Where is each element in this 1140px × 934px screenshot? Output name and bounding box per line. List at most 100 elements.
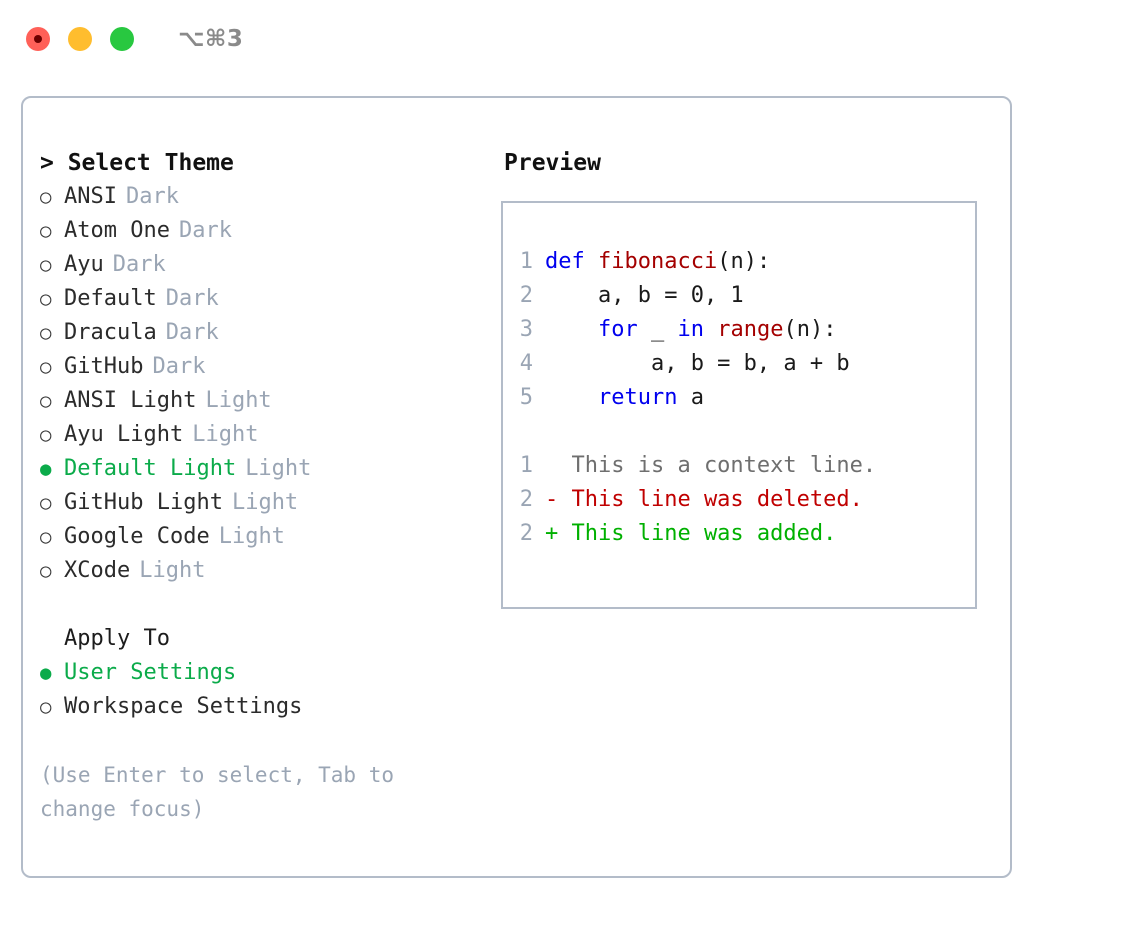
- theme-option-label: XCode: [64, 558, 131, 583]
- apply-to-option-label: User Settings: [64, 660, 237, 685]
- theme-variant-tag: Dark: [112, 252, 166, 277]
- theme-option-label: GitHub Light: [64, 490, 223, 515]
- radio-unselected-icon: ○: [40, 492, 52, 514]
- diff-line: 1 This is a context line.: [503, 449, 975, 483]
- theme-variant-tag: Light: [192, 422, 259, 447]
- code-token-plain: a, b = 0, 1: [545, 283, 744, 308]
- radio-selected-icon: ●: [40, 662, 52, 684]
- theme-option-label: GitHub: [64, 354, 144, 379]
- theme-variant-tag: Light: [231, 490, 299, 515]
- radio-unselected-icon: ○: [40, 254, 52, 276]
- theme-option-github-light[interactable]: ○ GitHub Light Light: [40, 486, 501, 520]
- code-line-number: 4: [519, 351, 533, 376]
- apply-to-option-label: Workspace Settings: [64, 694, 303, 719]
- radio-unselected-icon: ○: [40, 424, 52, 446]
- select-theme-header: > Select Theme: [40, 150, 234, 176]
- minimize-window-button[interactable]: [68, 27, 92, 51]
- code-token-fn: fibonacci: [598, 249, 718, 274]
- code-line: 4 a, b = b, a + b: [503, 347, 975, 381]
- close-icon: [34, 35, 42, 43]
- diff-line-number: 2: [519, 487, 533, 512]
- theme-option-label: Ayu: [64, 252, 104, 277]
- theme-variant-tag: Dark: [165, 286, 219, 311]
- radio-unselected-icon: ○: [40, 288, 52, 310]
- theme-option-ayu-light[interactable]: ○ Ayu Light Light: [40, 418, 501, 452]
- diff-line-text-ctx: This is a context line.: [545, 453, 877, 478]
- theme-variant-tag: Light: [139, 558, 206, 583]
- code-line-number: 5: [519, 385, 533, 410]
- code-token-plain: (n):: [717, 249, 771, 274]
- code-token-plain: a: [677, 385, 704, 410]
- code-line: 5 return a: [503, 381, 975, 415]
- code-token-plain: a, b = b, a + b: [545, 351, 850, 376]
- radio-unselected-icon: ○: [40, 220, 52, 242]
- code-line-text: def fibonacci(n):: [545, 245, 770, 279]
- diff-line-number: 2: [519, 521, 533, 546]
- radio-unselected-icon: ○: [40, 560, 52, 582]
- code-token-plain: [545, 317, 598, 342]
- code-line-number: 2: [519, 283, 533, 308]
- diff-line: 2 + This line was added.: [503, 517, 975, 551]
- theme-variant-tag: Dark: [165, 320, 219, 345]
- close-window-button[interactable]: [26, 27, 50, 51]
- theme-variant-tag: Dark: [152, 354, 206, 379]
- theme-option-dracula[interactable]: ○ Dracula Dark: [40, 316, 501, 350]
- code-token-plain: (n):: [783, 317, 837, 342]
- theme-option-label: Default Light: [64, 456, 237, 481]
- theme-option-label: Atom One: [64, 218, 170, 243]
- diff-line-number: 1: [519, 453, 533, 478]
- theme-variant-tag: Dark: [178, 218, 232, 243]
- window-controls: [26, 27, 134, 51]
- apply-to-list[interactable]: ● User Settings ○Workspace Settings: [40, 656, 501, 724]
- theme-option-label: Dracula: [64, 320, 157, 345]
- keyboard-hint-text: (Use Enter to select, Tab to change focu…: [40, 763, 395, 821]
- code-token-plain: [585, 249, 598, 274]
- apply-to-option-user-settings[interactable]: ● User Settings: [40, 656, 501, 690]
- code-token-kw: in: [677, 317, 704, 342]
- theme-option-xcode[interactable]: ○ XCode Light: [40, 554, 501, 588]
- code-token-kw: for: [597, 317, 638, 342]
- code-token-plain: [704, 317, 717, 342]
- apply-to-option-workspace-settings[interactable]: ○Workspace Settings: [40, 690, 501, 724]
- code-token-plain: [545, 385, 598, 410]
- theme-option-atom-one[interactable]: ○ Atom One Dark: [40, 214, 501, 248]
- code-line: 2 a, b = 0, 1: [503, 279, 975, 313]
- diff-line: 2- This line was deleted.: [503, 483, 975, 517]
- code-line-text: a, b = b, a + b: [545, 347, 850, 381]
- radio-unselected-icon: ○: [40, 390, 52, 412]
- code-token-kw: return: [597, 385, 678, 410]
- code-line: 3 for _ in range(n):: [503, 313, 975, 347]
- diff-line-text-add: + This line was added.: [545, 521, 837, 546]
- theme-variant-tag: Light: [218, 524, 285, 549]
- preview-header: Preview: [504, 150, 601, 176]
- code-token-plain: _: [637, 317, 678, 342]
- list-spacer: [40, 588, 501, 622]
- code-line-text: a, b = 0, 1: [545, 279, 744, 313]
- radio-unselected-icon: ○: [40, 186, 52, 208]
- theme-option-ayu[interactable]: ○ Ayu Dark: [40, 248, 501, 282]
- radio-unselected-icon: ○: [40, 322, 52, 344]
- radio-selected-icon: ●: [40, 458, 52, 480]
- title-bar: ⌥⌘3: [0, 0, 1140, 78]
- theme-option-label: Ayu Light: [64, 422, 184, 447]
- theme-option-label: Google Code: [64, 524, 210, 549]
- code-line-number: 1: [519, 249, 533, 274]
- code-line-text: return a: [545, 381, 704, 415]
- code-token-fn: range: [717, 317, 784, 342]
- keyboard-shortcut-label: ⌥⌘3: [178, 26, 244, 52]
- maximize-window-button[interactable]: [110, 27, 134, 51]
- code-line: 1 def fibonacci(n):: [503, 245, 975, 279]
- code-token-kw: def: [545, 249, 585, 274]
